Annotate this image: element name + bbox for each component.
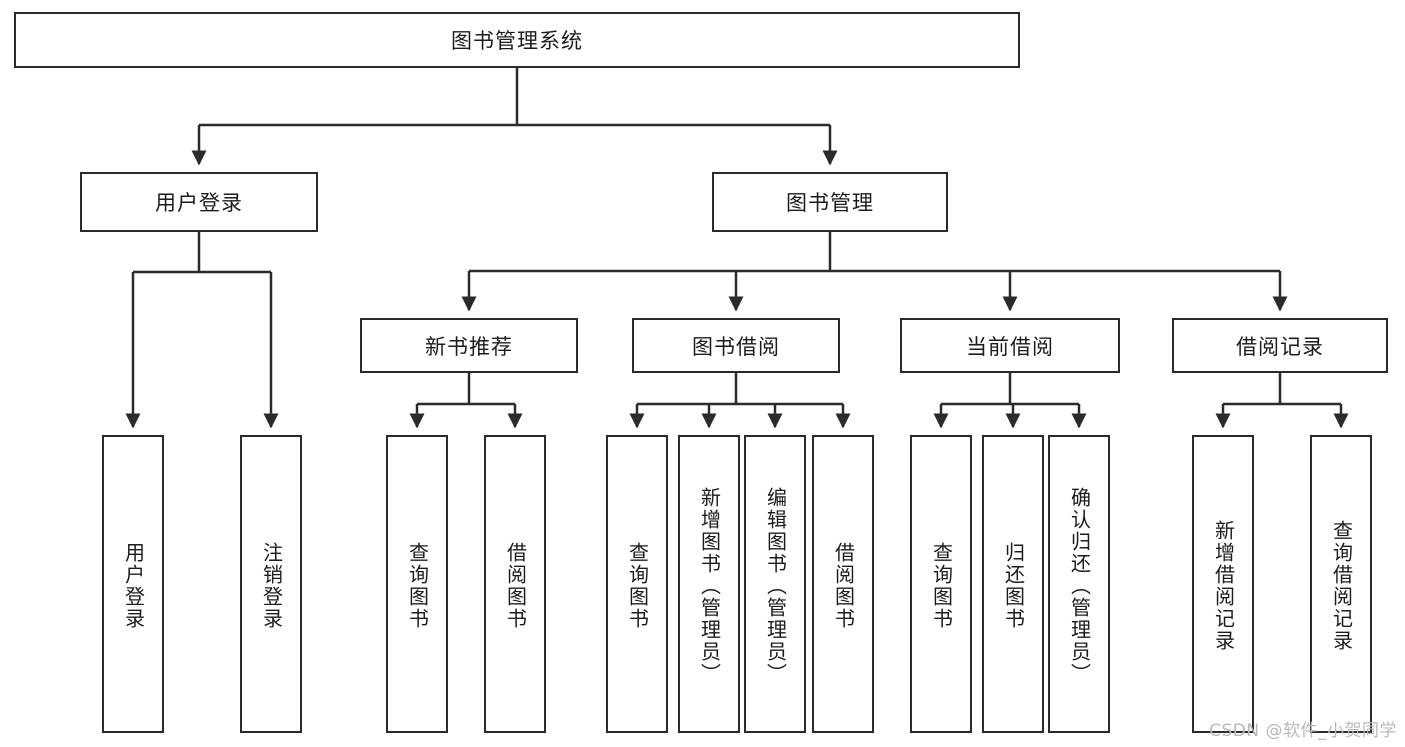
node-leaf-query-book-1[interactable]: 查询图书 xyxy=(386,435,448,733)
node-leaf-return-book-label: 归还图书 xyxy=(1001,542,1026,630)
node-root-label: 图书管理系统 xyxy=(451,29,583,53)
node-current-borrow-label: 当前借阅 xyxy=(966,334,1054,359)
node-leaf-edit-book-label: 编辑图书（管理员） xyxy=(763,487,788,685)
node-leaf-borrow-book-2[interactable]: 借阅图书 xyxy=(812,435,874,733)
node-leaf-query-book-2[interactable]: 查询图书 xyxy=(606,435,668,733)
node-new-book-recommend[interactable]: 新书推荐 xyxy=(360,318,578,373)
node-book-borrow[interactable]: 图书借阅 xyxy=(632,318,840,373)
node-new-book-recommend-label: 新书推荐 xyxy=(425,334,513,359)
node-leaf-user-login-label: 用户登录 xyxy=(121,542,146,630)
node-borrow-record-label: 借阅记录 xyxy=(1236,334,1324,359)
node-leaf-query-book-1-label: 查询图书 xyxy=(405,542,430,630)
node-leaf-user-logout-label: 注销登录 xyxy=(259,542,284,630)
node-root[interactable]: 图书管理系统 xyxy=(14,12,1020,68)
node-book-borrow-label: 图书借阅 xyxy=(692,334,780,359)
node-leaf-borrow-book-1-label: 借阅图书 xyxy=(503,542,528,630)
node-leaf-user-logout[interactable]: 注销登录 xyxy=(240,435,302,733)
node-leaf-add-borrow-record[interactable]: 新增借阅记录 xyxy=(1192,435,1254,733)
node-leaf-borrow-book-2-label: 借阅图书 xyxy=(831,542,856,630)
node-leaf-query-book-3-label: 查询图书 xyxy=(929,542,954,630)
node-leaf-user-login[interactable]: 用户登录 xyxy=(102,435,164,733)
node-current-borrow[interactable]: 当前借阅 xyxy=(900,318,1120,373)
node-leaf-add-book[interactable]: 新增图书（管理员） xyxy=(678,435,740,733)
node-user-login[interactable]: 用户登录 xyxy=(80,172,318,232)
node-leaf-query-borrow-record[interactable]: 查询借阅记录 xyxy=(1310,435,1372,733)
node-leaf-query-book-3[interactable]: 查询图书 xyxy=(910,435,972,733)
node-leaf-query-borrow-record-label: 查询借阅记录 xyxy=(1329,520,1354,652)
node-leaf-confirm-return-label: 确认归还（管理员） xyxy=(1067,487,1092,685)
node-book-manage[interactable]: 图书管理 xyxy=(712,172,948,232)
node-leaf-query-book-2-label: 查询图书 xyxy=(625,542,650,630)
node-leaf-return-book[interactable]: 归还图书 xyxy=(982,435,1044,733)
node-borrow-record[interactable]: 借阅记录 xyxy=(1172,318,1388,373)
node-leaf-confirm-return[interactable]: 确认归还（管理员） xyxy=(1048,435,1110,733)
node-book-manage-label: 图书管理 xyxy=(786,191,874,215)
node-leaf-edit-book[interactable]: 编辑图书（管理员） xyxy=(744,435,806,733)
node-leaf-add-borrow-record-label: 新增借阅记录 xyxy=(1211,520,1236,652)
node-leaf-borrow-book-1[interactable]: 借阅图书 xyxy=(484,435,546,733)
node-user-login-label: 用户登录 xyxy=(155,191,243,215)
node-leaf-add-book-label: 新增图书（管理员） xyxy=(697,487,722,685)
